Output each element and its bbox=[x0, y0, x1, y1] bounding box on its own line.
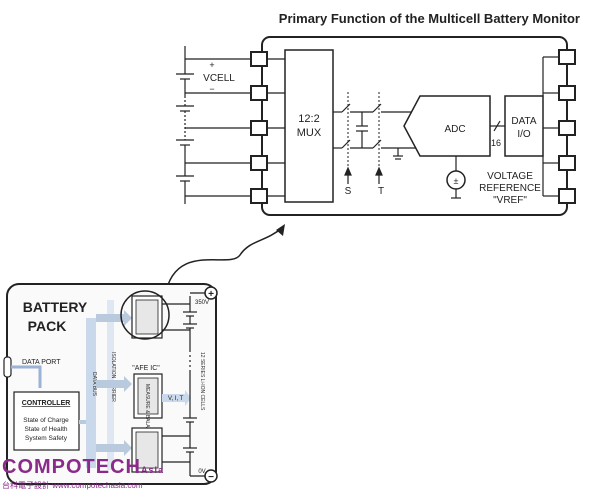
zoom-arrow bbox=[164, 227, 283, 297]
vcell-minus: − bbox=[209, 84, 214, 94]
series-cells-label: 12 SERIES Li-ION CELLS bbox=[199, 352, 205, 411]
vcell-label: VCELL bbox=[203, 73, 235, 84]
controller-line-2: State of Health bbox=[25, 426, 68, 433]
monitor-chip: 12:2 MUX bbox=[250, 36, 576, 216]
switch-t-label: T bbox=[378, 186, 384, 197]
pin-right-5 bbox=[558, 188, 576, 204]
vref-label-1: VOLTAGE bbox=[487, 171, 533, 182]
adc-bus bbox=[490, 120, 505, 132]
pin-left-4 bbox=[250, 155, 268, 171]
voltage-top-label: 350V bbox=[195, 300, 209, 306]
adc-label: ADC bbox=[444, 124, 465, 135]
mux-label-2: MUX bbox=[297, 127, 322, 139]
negative-terminal-sign: − bbox=[208, 472, 214, 483]
watermark-brand-main: COMPOTECH bbox=[2, 456, 141, 478]
zoom-circle bbox=[120, 290, 170, 340]
vref-wires bbox=[451, 156, 461, 199]
positive-terminal-sign: + bbox=[208, 289, 214, 300]
controller-line-1: State of Charge bbox=[23, 417, 69, 424]
pin-left-1 bbox=[250, 51, 268, 67]
battery-pack-title-1: BATTERY bbox=[23, 299, 88, 315]
pin-right-3 bbox=[558, 120, 576, 136]
switch-arrows bbox=[344, 166, 383, 184]
data-port-link bbox=[11, 365, 42, 388]
pin-left-5 bbox=[250, 188, 268, 204]
pin-right-2 bbox=[558, 85, 576, 101]
controller-block bbox=[13, 391, 80, 451]
pin-to-mux-wires bbox=[267, 58, 285, 197]
pin-right-1 bbox=[558, 49, 576, 65]
vit-label: V, I, T bbox=[168, 396, 184, 402]
data-bus-label: DATA BUS bbox=[91, 372, 97, 397]
watermark: COMPOTECHAsia 台科電子設計 www.compotechasia.c… bbox=[2, 456, 164, 491]
controller-title: CONTROLLER bbox=[22, 400, 71, 407]
watermark-brand: COMPOTECHAsia bbox=[2, 456, 164, 481]
afe-ic-label: "AFE IC" bbox=[132, 365, 160, 372]
bus-width-label: 16 bbox=[491, 138, 501, 148]
zoom-arrow-head bbox=[276, 224, 285, 236]
switch-control-links bbox=[347, 92, 380, 168]
vref-label-2: REFERENCE bbox=[479, 183, 541, 194]
switch-s-label: S bbox=[345, 186, 352, 197]
data-io-block bbox=[504, 95, 544, 157]
mux-label-1: 12:2 bbox=[298, 113, 319, 125]
battery-pack-title-2: PACK bbox=[28, 318, 67, 334]
cell-stack bbox=[176, 46, 251, 204]
battery-pack: BATTERY PACK DATA PORT CONTROLLER State … bbox=[3, 283, 218, 485]
measure-balance-label: MEASURE & BALANCE bbox=[144, 384, 150, 439]
data-port-connector bbox=[3, 356, 12, 378]
vit-arrow bbox=[162, 390, 191, 406]
data-port-label: DATA PORT bbox=[22, 359, 61, 366]
data-io-label-1: DATA bbox=[511, 116, 537, 127]
controller-line-3: System Safety bbox=[25, 435, 68, 442]
vref-source-sign: ± bbox=[454, 176, 459, 186]
voltage-bottom-label: 0V bbox=[198, 469, 205, 475]
vcell-plus: + bbox=[209, 60, 214, 70]
positive-terminal-icon bbox=[204, 286, 218, 300]
pin-right-4 bbox=[558, 155, 576, 171]
vref-label-3: "VREF" bbox=[493, 195, 527, 206]
series-cells bbox=[162, 292, 207, 477]
watermark-brand-suffix: Asia bbox=[141, 465, 165, 475]
data-io-label-2: I/O bbox=[517, 129, 531, 140]
pin-left-2 bbox=[250, 85, 268, 101]
watermark-url: 台科電子設計 www.compotechasia.com bbox=[2, 481, 143, 490]
diagram-title: Primary Function of the Multicell Batter… bbox=[279, 11, 580, 26]
mux-block bbox=[284, 49, 334, 203]
adc-block bbox=[403, 95, 491, 157]
isolation-barrier-label: ISOLATION BARRIER bbox=[110, 352, 116, 402]
pin-left-3 bbox=[250, 120, 268, 136]
negative-terminal-icon bbox=[204, 469, 218, 483]
data-bus-bar bbox=[86, 318, 96, 468]
bus-arrows bbox=[79, 310, 132, 456]
data-io-wires bbox=[542, 56, 559, 197]
